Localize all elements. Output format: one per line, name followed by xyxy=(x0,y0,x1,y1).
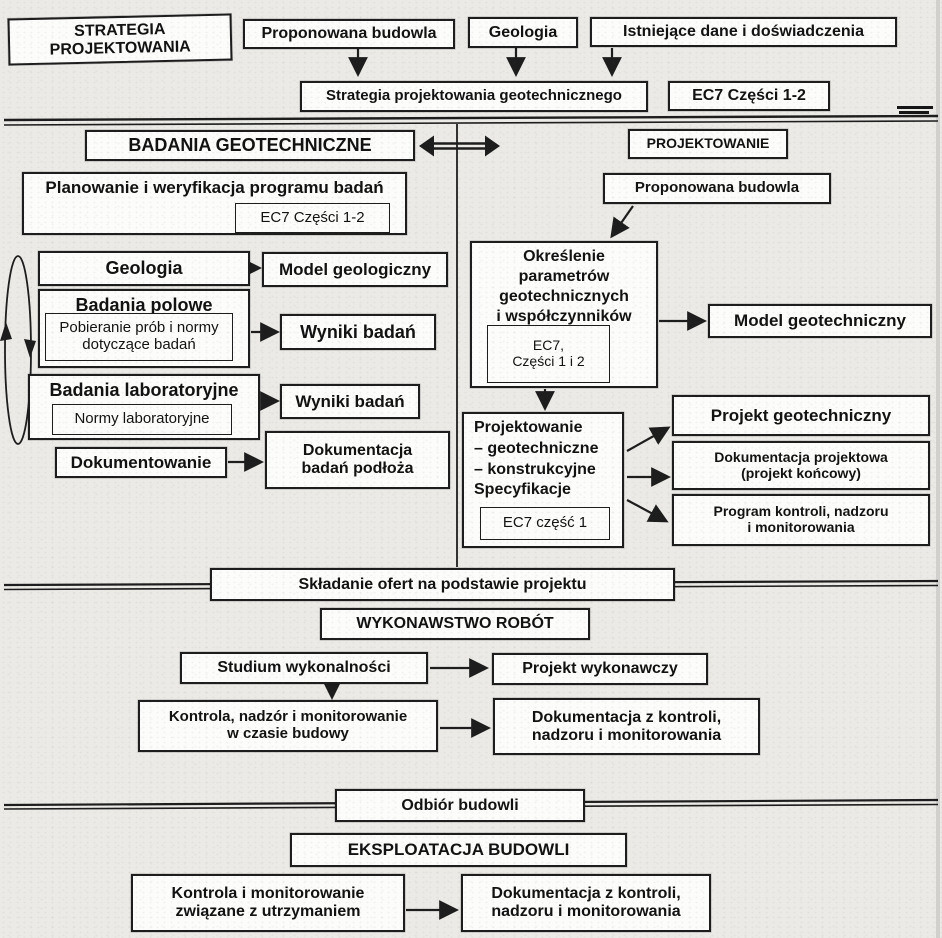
model-geotechniczny-box: Model geotechniczny xyxy=(708,304,932,338)
badania-geotechniczne-header: BADANIA GEOTECHNICZNE xyxy=(85,130,415,161)
kontrola-utrzymanie-box: Kontrola i monitorowanie związane z utrz… xyxy=(131,874,405,932)
dokumentowanie-box: Dokumentowanie xyxy=(55,447,227,478)
strategia-projektowania-box: STRATEGIA PROJEKTOWANIA xyxy=(7,13,233,66)
skladanie-ofert-box: Składanie ofert na podstawie projektu xyxy=(210,568,675,601)
dokumentacja-kontroli-eksploatacja-box: Dokumentacja z kontroli, nadzoru i monit… xyxy=(461,874,711,932)
wyniki-badan-1-box: Wyniki badań xyxy=(280,314,436,350)
scan-artifact xyxy=(897,106,933,109)
wyniki-badan-2-box: Wyniki badań xyxy=(280,384,420,419)
eksploatacja-header: EKSPLOATACJA BUDOWLI xyxy=(290,833,627,867)
wykonawstwo-header: WYKONAWSTWO ROBÓT xyxy=(320,608,590,640)
projekt-wykonawczy-box: Projekt wykonawczy xyxy=(492,653,708,685)
ec7-czesci-1-i-2-box: EC7, Części 1 i 2 xyxy=(487,325,610,383)
dokumentacja-projektowa-box: Dokumentacja projektowa (projekt końcowy… xyxy=(672,441,930,490)
proponowana-budowla-right-box: Proponowana budowla xyxy=(603,173,831,204)
odbior-budowli-box: Odbiór budowli xyxy=(335,789,585,822)
projekt-geotechniczny-box: Projekt geotechniczny xyxy=(672,395,930,436)
model-geologiczny-box: Model geologiczny xyxy=(262,252,448,287)
phase-divider-1 xyxy=(3,114,939,126)
geologia-box: Geologia xyxy=(38,251,250,286)
normy-laboratoryjne-box: Normy laboratoryjne xyxy=(52,404,232,435)
two-way-arrow xyxy=(419,135,500,157)
kontrola-nadzor-box: Kontrola, nadzór i monitorowanie w czasi… xyxy=(138,700,438,752)
geologia-top-box: Geologia xyxy=(468,17,578,48)
proponowana-budowla-top-box: Proponowana budowla xyxy=(243,19,455,49)
scan-artifact xyxy=(936,0,940,938)
planowanie-box: Planowanie i weryfikacja programu badań xyxy=(22,172,407,235)
arrow-projektowanie-to-program-kontroli xyxy=(626,499,669,523)
arrow-proponowana-to-okreslenie xyxy=(610,205,634,239)
arrow-projektowanie-to-projekt-geotechniczny xyxy=(626,426,671,452)
iteration-loop xyxy=(0,255,36,445)
studium-wykonalnosci-box: Studium wykonalności xyxy=(180,652,428,684)
scan-artifact xyxy=(899,111,929,114)
projektowanie-header: PROJEKTOWANIE xyxy=(628,129,788,159)
istniejace-dane-box: Istniejące dane i doświadczenia xyxy=(590,17,897,47)
dokumentacja-badan-box: Dokumentacja badań podłoża xyxy=(265,431,450,489)
dokumentacja-kontroli-wykonawstwo-box: Dokumentacja z kontroli, nadzoru i monit… xyxy=(493,698,760,755)
strategia-geotechniczna-box: Strategia projektowania geotechnicznego xyxy=(300,81,648,112)
program-kontroli-box: Program kontroli, nadzoru i monitorowani… xyxy=(672,494,930,546)
ec7-czesci-1-2-top-box: EC7 Części 1-2 xyxy=(668,81,830,111)
ec7-czesci-1-2-planowanie-box: EC7 Części 1-2 xyxy=(235,203,390,233)
pobieranie-prob-box: Pobieranie prób i normy dotyczące badań xyxy=(45,313,233,361)
ec7-czesc-1-box: EC7 część 1 xyxy=(480,507,610,540)
